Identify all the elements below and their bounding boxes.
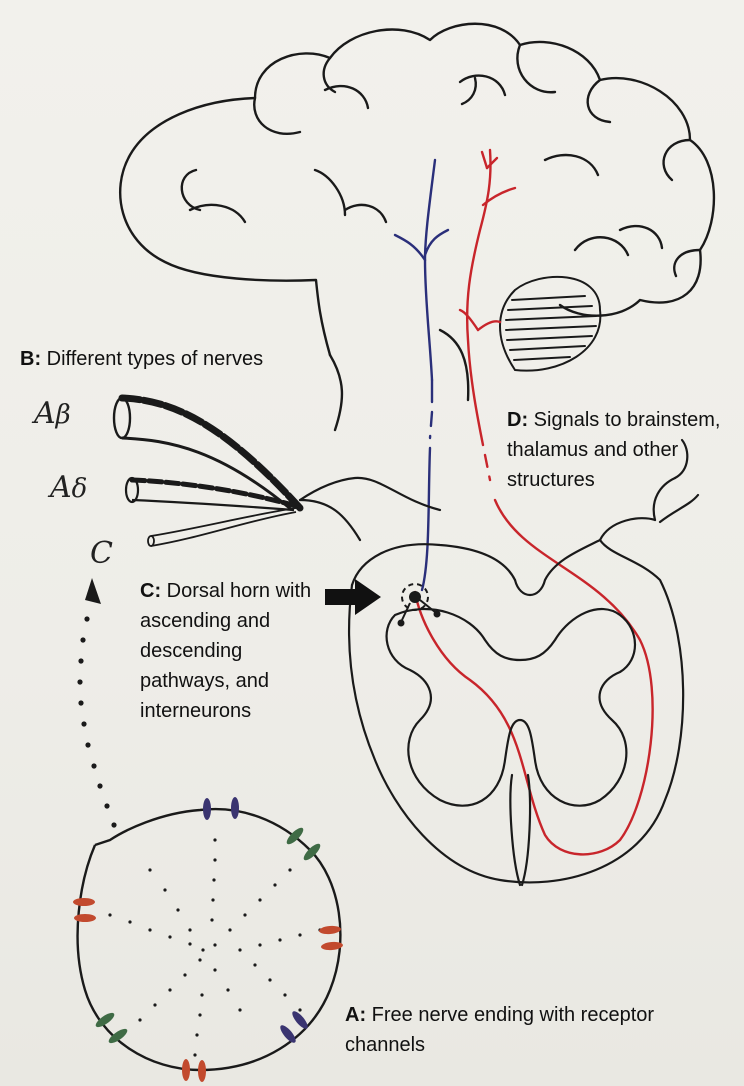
label-d-key: D: [507, 409, 528, 431]
label-d-text: Signals to brainstem, thalamus and other… [507, 409, 720, 491]
receptor-channels [73, 797, 343, 1082]
label-b: B: Different types of nerves [20, 346, 380, 372]
nerve-fibers [114, 398, 300, 546]
c-label: C [90, 536, 113, 571]
c-fiber [148, 508, 296, 546]
label-c-key: C: [140, 580, 161, 602]
free-nerve-ending [73, 797, 343, 1082]
label-a-key: A: [345, 1004, 366, 1026]
label-c: C: Dorsal horn with ascending and descen… [140, 576, 325, 726]
dotted-arrow [77, 578, 116, 828]
label-a-text: Free nerve ending with receptor channels [345, 1004, 654, 1056]
label-b-key: B: [20, 348, 41, 370]
descending-pathway [395, 160, 448, 590]
label-d: D: Signals to brainstem, thalamus and ot… [507, 405, 737, 495]
label-b-text: Different types of nerves [47, 348, 263, 370]
cerebellum [500, 277, 600, 371]
label-c-text: Dorsal horn with ascending and descendin… [140, 580, 311, 722]
a-beta-label: Aβ [34, 396, 71, 431]
a-beta-fiber [114, 398, 300, 510]
a-delta-label: Aδ [50, 470, 87, 505]
label-a: A: Free nerve ending with receptor chann… [345, 1000, 735, 1060]
